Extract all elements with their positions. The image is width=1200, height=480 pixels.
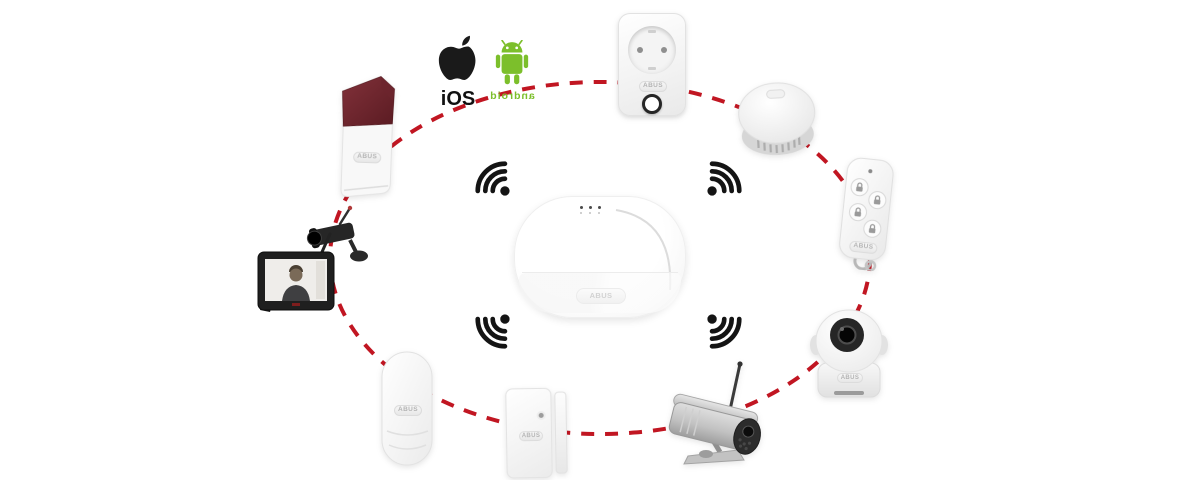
wifi-signal-icon xyxy=(707,314,742,349)
motion-brand-label: ABUS xyxy=(394,405,422,416)
android-platform: android xyxy=(484,40,540,108)
contact-led xyxy=(538,412,544,418)
siren-brand-label: ABUS xyxy=(352,151,382,164)
outdoor-camera xyxy=(654,358,768,466)
central-hub: ABUS xyxy=(514,196,686,318)
ptz-indoor-camera: ABUS xyxy=(806,305,892,403)
contact-magnet-strip xyxy=(554,391,568,474)
smoke-detector xyxy=(734,75,820,163)
hub-led-indicators xyxy=(580,206,601,209)
plug-brand-label: ABUS xyxy=(639,81,667,92)
android-robot-icon xyxy=(495,40,529,85)
wifi-signal-icon xyxy=(475,161,510,196)
wifi-signal-icon xyxy=(707,161,742,196)
android-label: android xyxy=(489,90,535,102)
smart-plug: ABUS xyxy=(618,13,686,116)
ios-label: iOS xyxy=(440,88,476,110)
ptz-brand-label: ABUS xyxy=(837,373,863,383)
wifi-signal-icon xyxy=(475,314,510,349)
contact-brand-label: ABUS xyxy=(518,430,544,442)
hub-seam xyxy=(522,272,678,273)
video-monitor-with-camera xyxy=(256,202,376,316)
motion-detector: ABUS xyxy=(377,347,437,471)
ios-platform: iOS xyxy=(430,34,486,114)
plug-power-button xyxy=(642,94,662,114)
door-window-contact: ABUS xyxy=(505,385,569,480)
remote-control: ABUS xyxy=(831,152,901,272)
hub-brand-label: ABUS xyxy=(576,288,626,304)
hub-led-marks xyxy=(580,212,600,214)
wireless-siren: ABUS xyxy=(331,69,401,199)
plug-socket xyxy=(628,26,676,74)
apple-logo-icon xyxy=(438,35,476,80)
